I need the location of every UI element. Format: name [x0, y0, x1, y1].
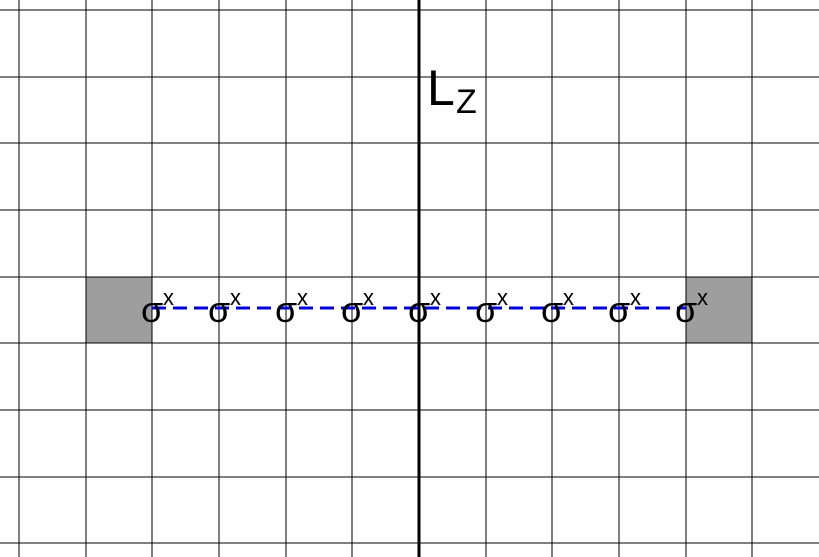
- sigma-symbol: σ: [341, 289, 363, 330]
- sigma-symbol: σ: [408, 289, 430, 330]
- sigma-symbol: σ: [608, 289, 630, 330]
- sigma-superscript: x: [563, 285, 574, 310]
- lz-axis-label: L Z: [427, 60, 477, 121]
- sigma-symbol: σ: [541, 289, 563, 330]
- sigma-symbol: σ: [675, 289, 697, 330]
- sigma-superscript: x: [297, 285, 308, 310]
- sigma-symbol: σ: [275, 289, 297, 330]
- sigma-superscript: x: [697, 285, 708, 310]
- endpoint-plaquette-left: [86, 277, 152, 343]
- sigma-superscript: x: [430, 285, 441, 310]
- sigma-superscript: x: [497, 285, 508, 310]
- sigma-symbol: σ: [141, 289, 163, 330]
- sigma-superscript: x: [363, 285, 374, 310]
- sigma-symbol: σ: [475, 289, 497, 330]
- lz-label-main: L: [427, 60, 455, 116]
- sigma-superscript: x: [163, 285, 174, 310]
- sigma-superscript: x: [230, 285, 241, 310]
- endpoint-plaquette-right: [686, 277, 752, 343]
- sigma-symbol: σ: [208, 289, 230, 330]
- sigma-superscript: x: [630, 285, 641, 310]
- lz-label-subscript: Z: [456, 83, 477, 121]
